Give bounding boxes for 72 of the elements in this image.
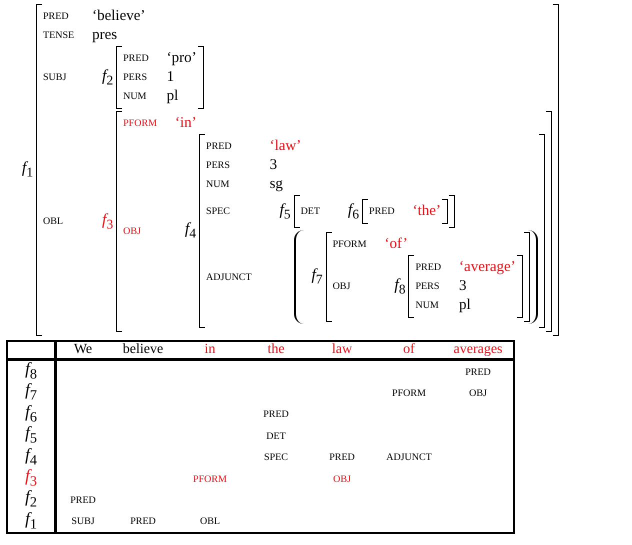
table-entry: ADJUNCT xyxy=(386,452,432,464)
attribute-value: pl xyxy=(459,297,471,313)
attribute-value: pl xyxy=(166,88,178,104)
attribute-name: PFORM xyxy=(123,118,158,129)
attribute-value: ‘law’ xyxy=(270,138,302,154)
table-entry: PRED xyxy=(329,452,355,464)
attribute-name: PRED xyxy=(123,53,149,64)
attribute-name: OBL xyxy=(43,216,63,227)
table-entry: PFORM xyxy=(392,388,426,400)
attribute-name: SPEC xyxy=(206,206,230,217)
row-heading: f$_{2}$ xyxy=(25,487,37,506)
row-heading: f$_{1}$ xyxy=(25,508,37,528)
attribute-value: 1 xyxy=(166,69,174,85)
attribute-name: TENSE xyxy=(43,30,74,41)
structure-label: f$_{7}$ xyxy=(311,266,323,288)
table-entry: SPEC xyxy=(264,452,288,464)
table-entry: OBJ xyxy=(333,474,351,485)
attribute-name: PERS xyxy=(123,72,148,83)
column-heading: We xyxy=(74,342,92,357)
table-entry: PFORM xyxy=(193,474,227,485)
attribute-name: NUM xyxy=(123,91,146,102)
attribute-value: ‘of’ xyxy=(384,236,408,252)
attribute-name: PRED xyxy=(206,141,232,152)
attribute-value: ‘average’ xyxy=(459,259,516,275)
column-heading: of xyxy=(403,342,415,357)
attribute-name: PERS xyxy=(206,160,230,171)
attribute-value: sg xyxy=(270,176,283,192)
row-heading: f$_{3}$ xyxy=(25,466,37,485)
attribute-name: PERS xyxy=(415,281,440,292)
attribute-name: NUM xyxy=(206,179,230,190)
structure-label: f$_{8}$ xyxy=(394,276,406,298)
column-heading: believe xyxy=(122,342,164,357)
attribute-name: NUM xyxy=(415,300,439,311)
structure-label: f$_{1}$ xyxy=(22,159,33,181)
attribute-value: pres xyxy=(92,27,118,43)
attribute-value: ‘believe’ xyxy=(92,8,146,24)
table-entry: PRED xyxy=(70,495,96,506)
attribute-name: PRED xyxy=(369,206,395,217)
column-heading: in xyxy=(204,342,216,357)
row-heading: f$_{4}$ xyxy=(25,444,37,464)
attribute-name: OBJ xyxy=(332,281,350,292)
structure-label: f$_{6}$ xyxy=(348,200,360,222)
table-entry: PRED xyxy=(263,409,289,420)
row-heading: f$_{8}$ xyxy=(25,359,37,378)
structure-label: f$_{4}$ xyxy=(184,220,196,242)
column-heading: law xyxy=(332,342,352,357)
column-heading: the xyxy=(267,342,285,357)
attribute-name: DET xyxy=(300,206,320,217)
row-heading: f$_{7}$ xyxy=(25,380,37,400)
attribute-value: ‘the’ xyxy=(412,203,441,219)
table-entry: PRED xyxy=(130,516,156,528)
attribute-value: 3 xyxy=(459,278,467,294)
structure-label: f$_{2}$ xyxy=(102,66,114,88)
table-entry: SUBJ xyxy=(71,516,95,528)
attribute-name: PFORM xyxy=(332,239,366,250)
table-entry: OBJ xyxy=(469,388,487,400)
row-heading: f$_{6}$ xyxy=(25,402,37,421)
structure-label: f$_{3}$ xyxy=(102,210,114,232)
table-entry: PRED xyxy=(465,366,491,378)
row-heading: f$_{5}$ xyxy=(25,423,37,442)
structure-label: f$_{5}$ xyxy=(279,200,291,222)
attribute-name: PRED xyxy=(43,11,69,22)
table-entry: DET xyxy=(266,430,286,442)
column-heading: averages xyxy=(454,342,502,357)
attribute-name: ADJUNCT xyxy=(206,272,252,282)
table-entry: OBL xyxy=(200,516,220,528)
attribute-value: 3 xyxy=(270,157,278,173)
attribute-name: PRED xyxy=(415,262,442,273)
attribute-name: SUBJ xyxy=(43,72,66,83)
attribute-value: ‘pro’ xyxy=(166,50,197,66)
attribute-value: ‘in’ xyxy=(175,115,197,131)
attribute-name: OBJ xyxy=(123,226,141,236)
